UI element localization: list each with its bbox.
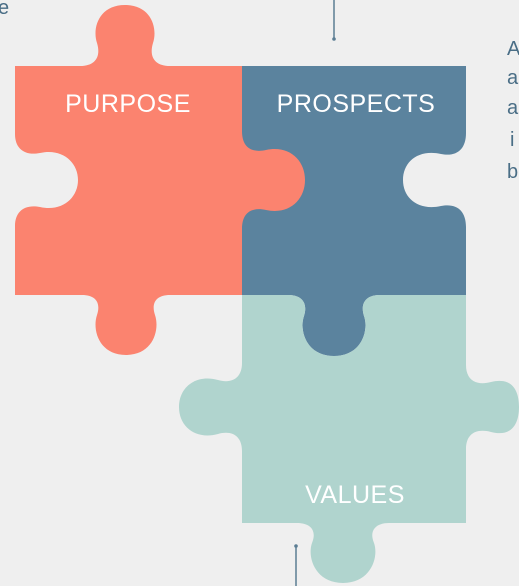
prospects-label: PROSPECTS [277,90,436,118]
top-connector-dot [332,37,336,41]
right-text-line-5: b [507,161,518,183]
right-text-line-4: i [510,129,514,151]
prospects-piece[interactable] [242,66,466,356]
values-piece[interactable] [179,295,519,583]
left-text-fragment: e [0,0,9,19]
right-text-line-3: a [507,97,519,119]
right-text-line-2: a [507,67,519,89]
bottom-connector-dot [294,544,298,548]
purpose-piece[interactable] [15,5,305,355]
purpose-label: PURPOSE [65,90,191,118]
right-text-line-1: A [507,38,519,60]
values-label: VALUES [305,481,405,509]
